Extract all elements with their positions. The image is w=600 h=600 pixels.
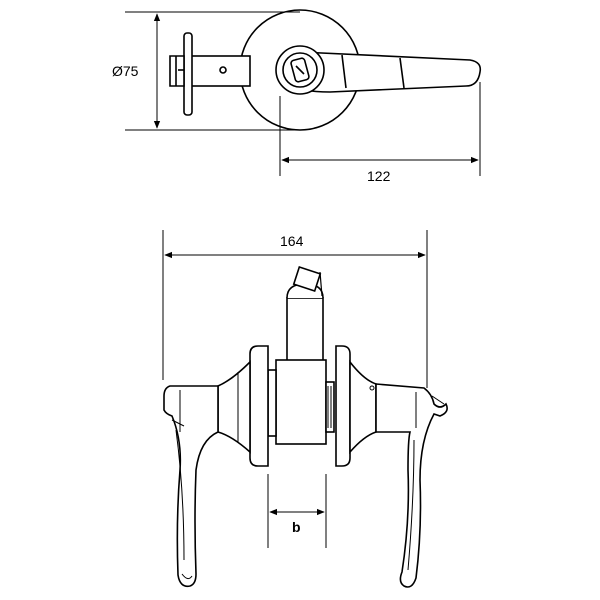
latch-tip bbox=[292, 266, 322, 292]
dim-door-thickness bbox=[267, 474, 327, 548]
left-rose bbox=[249, 345, 269, 467]
latch-screw bbox=[219, 66, 227, 74]
left-rose-neck bbox=[217, 360, 251, 454]
latch-plate bbox=[183, 32, 193, 116]
chassis-body bbox=[275, 359, 327, 445]
latch-bolt bbox=[169, 55, 185, 87]
lever-length-label: 122 bbox=[367, 168, 391, 184]
left-lever bbox=[163, 385, 219, 588]
dim-lever-length bbox=[279, 82, 481, 176]
dim-overall-width bbox=[162, 230, 428, 388]
front-view bbox=[163, 266, 448, 588]
door-thickness-label: b bbox=[292, 519, 301, 535]
overall-width-label: 164 bbox=[280, 233, 304, 249]
spindle-plate bbox=[325, 381, 335, 433]
right-lever bbox=[375, 383, 448, 588]
latch-cylinder bbox=[286, 297, 324, 363]
rose-diameter-label: Ø75 bbox=[112, 63, 139, 79]
right-rose-neck bbox=[349, 359, 377, 455]
top-view bbox=[169, 9, 482, 131]
dim-rose-diameter bbox=[125, 11, 300, 131]
right-rose bbox=[335, 345, 351, 467]
